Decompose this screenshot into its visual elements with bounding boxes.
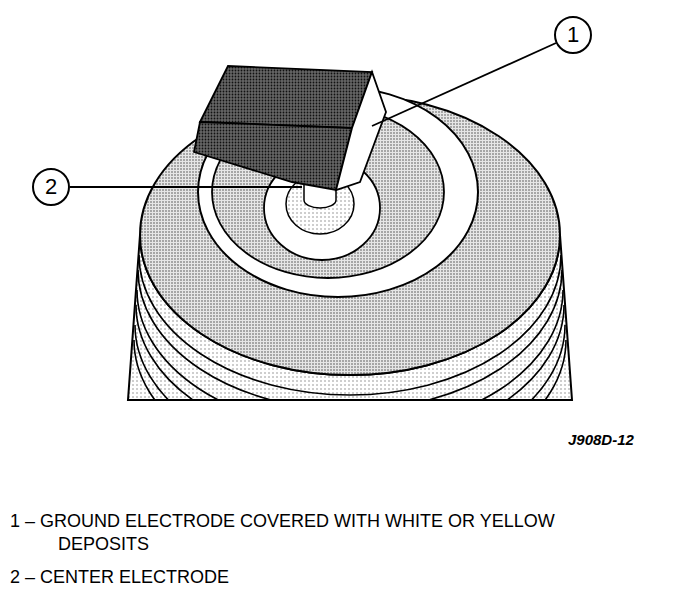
callout-circle: 2 bbox=[32, 168, 70, 206]
callout-number: 1 bbox=[567, 24, 579, 46]
leader-line bbox=[372, 43, 556, 126]
ground-electrode bbox=[200, 66, 372, 128]
callout-number: 2 bbox=[45, 176, 57, 198]
leader-line bbox=[70, 186, 302, 188]
figure-code: J908D-12 bbox=[568, 428, 634, 451]
legend-text: 2 – CENTER ELECTRODE bbox=[10, 566, 229, 589]
ground-electrode-end bbox=[336, 72, 386, 190]
legend-text: 1 – GROUND ELECTRODE COVERED WITH WHITE … bbox=[10, 510, 610, 556]
callout-circle: 1 bbox=[554, 16, 592, 54]
ground-electrode-side bbox=[194, 122, 352, 190]
